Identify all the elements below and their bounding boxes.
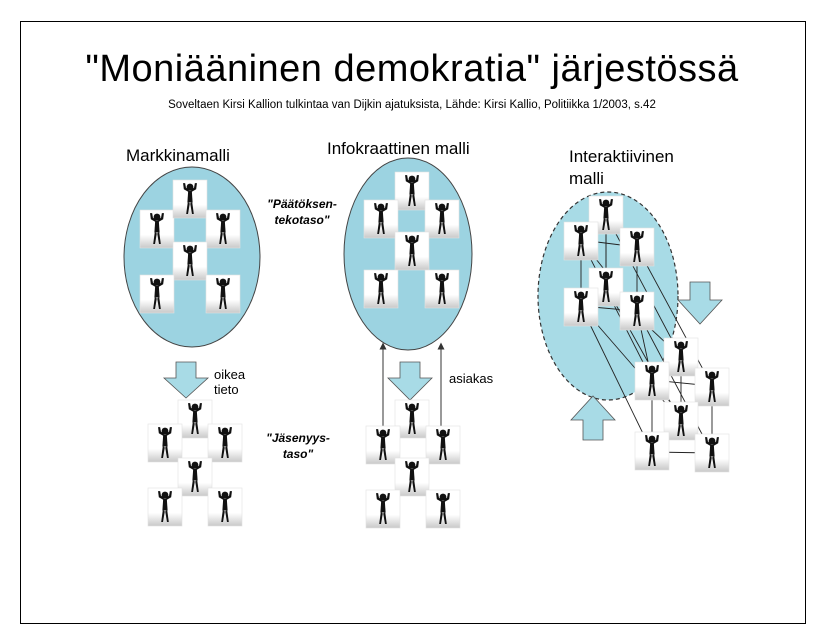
decision-level-label-line1: "Päätöksen- (267, 197, 337, 211)
interactive-model-heading-line1: Interaktiivinen (569, 147, 674, 166)
market-down-arrow (162, 361, 210, 399)
interactive-model-heading-line2: malli (569, 169, 604, 188)
market-model-heading: Markkinamalli (126, 146, 230, 165)
interactive-down-arrow (677, 281, 723, 325)
interactive-up-arrow (570, 395, 616, 441)
market-member-people (147, 399, 243, 527)
member-level-label-line1: "Jäsenyys- (266, 431, 330, 445)
customer-label: asiakas (449, 371, 494, 386)
right-info-label-line2: tieto (214, 382, 239, 397)
info-down-arrow (387, 361, 433, 401)
info-member-people (365, 399, 461, 529)
info-model-heading: Infokraattinen malli (327, 139, 470, 158)
slide-title: "Moniääninen demokratia" järjestössä (85, 48, 739, 90)
member-level-label-line2: taso" (282, 447, 314, 461)
slide-subtitle: Soveltaen Kirsi Kallion tulkintaa van Di… (168, 99, 656, 111)
decision-level-label-line2: tekotaso" (274, 213, 330, 227)
right-info-label-line1: oikea (214, 367, 246, 382)
